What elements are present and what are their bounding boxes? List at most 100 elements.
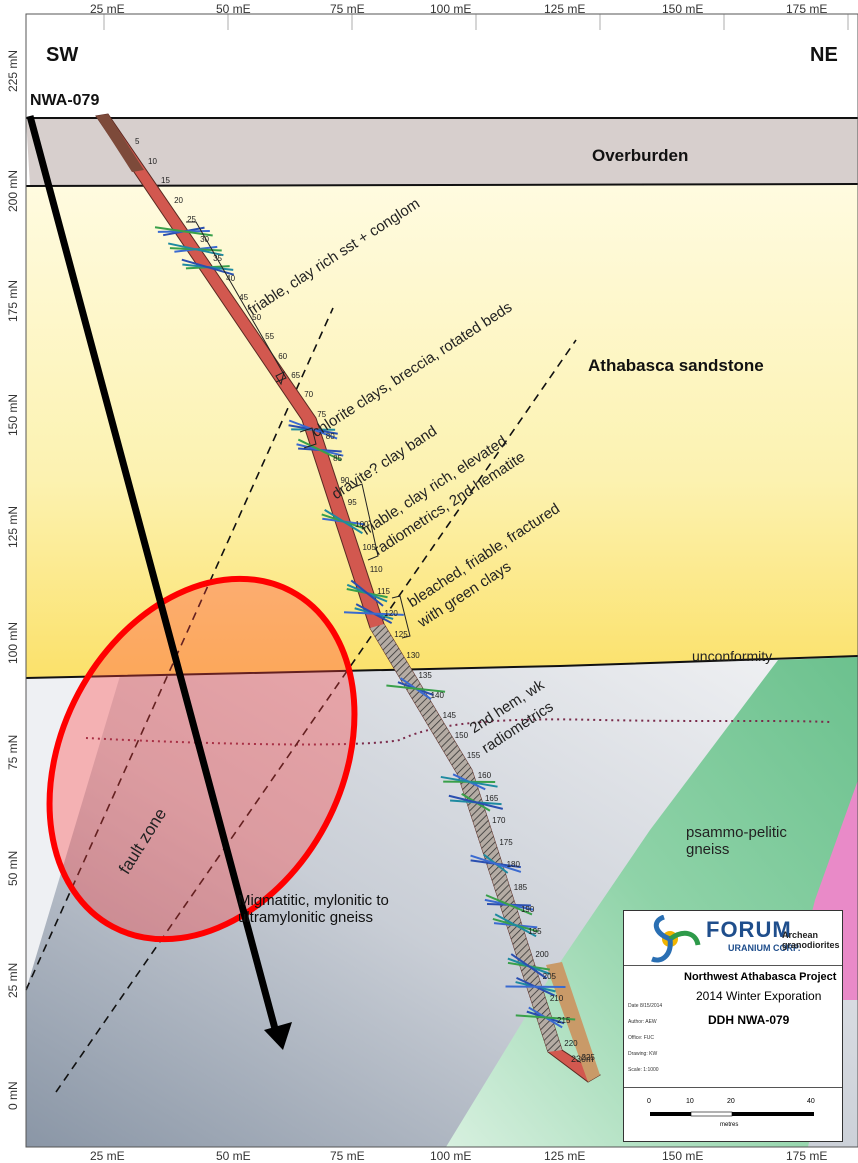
structure-tick xyxy=(470,854,522,873)
plot-border xyxy=(25,13,858,1148)
unconformity-label: unconformity xyxy=(692,648,773,664)
depth-tick-label: 55 xyxy=(265,332,275,342)
hole-end-depth: 230m xyxy=(571,1054,594,1064)
scale-tick-10: 10 xyxy=(686,1098,694,1105)
bracket-a2 xyxy=(299,427,317,449)
scale-tick-20: 20 xyxy=(727,1098,735,1105)
depth-tick-label: 105 xyxy=(362,542,376,552)
depth-tick-label: 145 xyxy=(442,710,456,720)
x-tick-top-100: 100 mE xyxy=(430,2,472,16)
bracket-a4 xyxy=(351,483,379,561)
y-tick-75: 75 mN xyxy=(6,734,20,770)
structure-ticks xyxy=(154,226,576,1029)
y-tick-150: 150 mN xyxy=(6,393,20,436)
x-tick-top-150: 150 mE xyxy=(662,2,704,16)
x-tick-bottom-75: 75 mE xyxy=(330,1149,365,1163)
structure-tick xyxy=(350,579,384,607)
projection-arrow-shaft xyxy=(26,115,282,1041)
structure-tick xyxy=(288,419,338,440)
overburden-label: Overburden xyxy=(592,146,689,165)
depth-tick-label: 170 xyxy=(492,815,506,825)
x-tick-bottom-150: 150 mE xyxy=(662,1149,704,1163)
depth-tick-label: 220 xyxy=(564,1038,578,1048)
scale-tick-0: 0 xyxy=(647,1098,651,1105)
depth-tick-label: 150 xyxy=(454,730,469,740)
depth-tick-label: 25 xyxy=(187,215,196,225)
depth-tick-label: 40 xyxy=(226,273,236,283)
scale-tick-40: 40 xyxy=(807,1098,815,1105)
depth-tick-label: 95 xyxy=(347,498,357,508)
psammo-label: psammo-pelitic gneiss xyxy=(686,824,787,858)
fault-line-2 xyxy=(55,339,577,1093)
x-tick-bottom-175: 175 mE xyxy=(786,1149,828,1163)
depth-tick-label: 45 xyxy=(239,293,249,303)
depth-tick-label: 135 xyxy=(418,670,432,680)
y-tick-0: 0 mN xyxy=(6,1081,20,1110)
meta-drawing: Drawing: KW xyxy=(628,1051,658,1057)
depth-tick-label: 30 xyxy=(200,234,209,244)
bracket-arrow xyxy=(275,371,285,386)
sandstone-label: Athabasca sandstone xyxy=(588,356,764,375)
depth-tick-label: 200 xyxy=(535,949,549,959)
depth-tick-label: 210 xyxy=(549,994,564,1004)
depth-tick-label: 110 xyxy=(369,564,383,574)
grid-lines xyxy=(103,14,849,30)
depth-tick-label: 165 xyxy=(484,793,499,803)
company-logo: FORUM URANIUM CORP. xyxy=(624,911,842,966)
meta-date: Date 8/15/2014 xyxy=(628,1003,663,1009)
structure-tick xyxy=(510,953,548,980)
structure-tick xyxy=(440,775,498,788)
x-tick-top-50: 50 mE xyxy=(216,2,251,16)
meta-author: Author: AEW xyxy=(628,1019,657,1025)
structure-tick xyxy=(386,684,446,693)
structure-tick xyxy=(505,985,566,988)
x-tick-bottom-25: 25 mE xyxy=(90,1149,125,1163)
scale-unit: metres xyxy=(720,1122,739,1128)
depth-tick-label: 75 xyxy=(317,409,327,419)
y-tick-225: 225 mN xyxy=(6,49,20,92)
overburden-layer xyxy=(26,118,858,186)
scale-bar: 0 10 20 40 metres xyxy=(624,1087,842,1142)
y-tick-100: 100 mN xyxy=(6,621,20,664)
y-tick-200: 200 mN xyxy=(6,169,20,212)
bracket-a5 xyxy=(391,595,411,639)
bracket-a1 xyxy=(186,221,287,383)
overburden-base-line xyxy=(25,183,858,188)
depth-tick-label: 185 xyxy=(513,882,528,892)
archean-label: Archean granodiorites xyxy=(782,930,840,950)
structure-tick xyxy=(324,509,363,535)
depth-tick-label: 85 xyxy=(333,453,343,463)
structure-tick xyxy=(494,913,537,938)
depth-tick-label: 35 xyxy=(213,254,223,264)
depth-tick-label: 180 xyxy=(506,860,520,870)
unconformity-line xyxy=(25,655,858,679)
migmatitic-label: Migmatitic, mylonitic to ultramylonitic … xyxy=(238,892,389,926)
scale-bar-graphic xyxy=(650,1111,814,1117)
y-tick-175: 175 mN xyxy=(6,279,20,322)
project-title: Northwest Athabasca Project xyxy=(684,971,837,983)
depth-tick-label: 60 xyxy=(278,351,288,361)
drill-trace-bottom xyxy=(546,962,600,1082)
title-block: FORUM URANIUM CORP. Northwest Athabasca … xyxy=(623,910,843,1142)
depth-tick-label: 140 xyxy=(430,690,444,700)
orientation-sw: SW xyxy=(46,44,79,66)
x-tick-top-125: 125 mE xyxy=(544,2,586,16)
depth-tick-label: 195 xyxy=(528,927,542,937)
y-tick-125: 125 mN xyxy=(6,505,20,548)
hole-id: NWA-079 xyxy=(30,92,100,109)
depth-tick-label: 115 xyxy=(377,587,390,597)
forum-logo-icon xyxy=(651,915,701,963)
x-tick-bottom-125: 125 mE xyxy=(544,1149,586,1163)
depth-tick-label: 5 xyxy=(135,137,140,147)
depth-tick-label: 160 xyxy=(477,771,492,781)
x-tick-top-175: 175 mE xyxy=(786,2,828,16)
y-tick-50: 50 mN xyxy=(6,850,20,886)
structure-tick xyxy=(343,611,404,616)
structure-tick xyxy=(297,438,342,462)
structure-tick xyxy=(448,794,504,810)
depth-tick-label: 205 xyxy=(542,971,556,981)
depth-tick-label: 10 xyxy=(148,156,157,166)
x-tick-top-25: 25 mE xyxy=(90,2,125,16)
depth-tick-label: 80 xyxy=(325,431,335,441)
